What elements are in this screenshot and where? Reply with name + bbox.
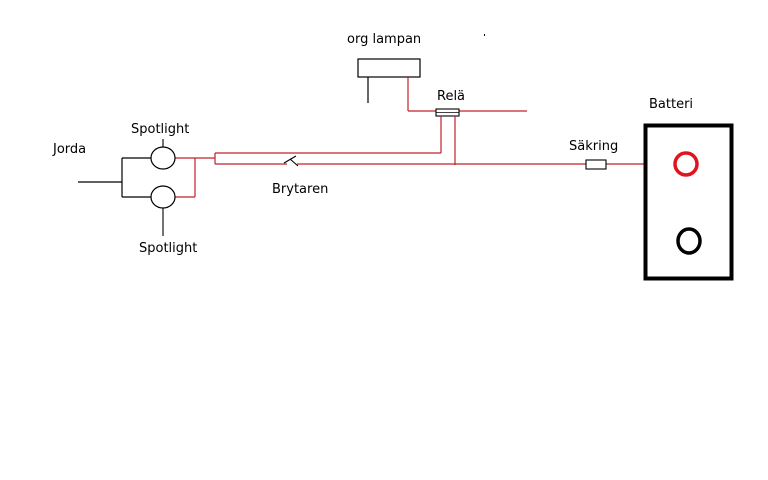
battery-body bbox=[643, 123, 734, 281]
spotlight-top-label: Spotlight bbox=[131, 122, 189, 137]
spotlights bbox=[150, 139, 176, 236]
org-lamp-label: org lampan bbox=[347, 32, 421, 47]
positive-terminal bbox=[673, 151, 699, 177]
battery bbox=[643, 123, 734, 281]
ground-label: Jorda bbox=[52, 142, 86, 157]
battery-label: Batteri bbox=[649, 97, 693, 112]
spotlight-top bbox=[150, 146, 176, 170]
stray-dot bbox=[484, 34, 485, 36]
org-lamp bbox=[357, 58, 527, 112]
spotlight-bottom-label: Spotlight bbox=[139, 241, 197, 256]
wiring bbox=[175, 152, 686, 198]
fuse bbox=[585, 159, 607, 170]
fuse-label: Säkring bbox=[569, 139, 618, 154]
spotlight-bottom bbox=[150, 185, 176, 209]
negative-terminal bbox=[676, 227, 702, 255]
relay bbox=[435, 108, 460, 165]
ground-wiring bbox=[78, 157, 151, 198]
relay-label: Relä bbox=[437, 89, 465, 104]
switch-label: Brytaren bbox=[272, 182, 328, 197]
switch bbox=[283, 155, 299, 167]
org-lamp-body bbox=[357, 58, 421, 78]
switch-arm bbox=[289, 158, 299, 167]
